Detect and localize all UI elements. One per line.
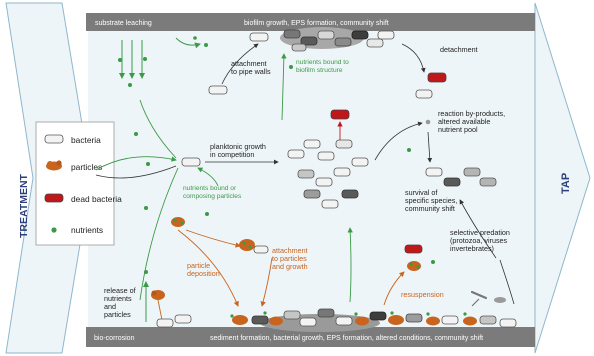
planktonic-label-2: in competition [210,150,254,159]
nutrient-dot [289,65,293,69]
deposition-arrow [177,229,239,307]
release-label-4: particles [104,310,131,319]
dead-bacterium [404,244,423,254]
settle-arrow [260,257,273,307]
legend-bacteria: bacteria [71,135,101,145]
survival-label-2: specific species, [405,196,457,205]
attach-particles-arrow [185,229,241,248]
dead-bacterium [427,72,447,83]
release-particle-line [157,299,163,321]
bacterium [208,85,228,95]
predation-arrow [459,199,497,259]
detachment-arrow [401,43,426,73]
pool-arrow [427,131,433,163]
particle-deposition-label-2: deposition [187,269,220,278]
top-bar [86,13,535,31]
reaction-label-3: nutrient pool [438,125,478,134]
sediment-layer [156,308,517,332]
legend-particles-icon [46,160,62,171]
attachment-arrow [221,43,259,85]
predator-icon [470,290,506,307]
nutrients-particles-label-1: nutrients bound or [183,185,237,192]
release-label-2: nutrients [104,294,132,303]
survival-label-1: survival of [405,188,437,197]
resuspended-particle [407,261,421,271]
bacterium [181,157,201,167]
particle-with-bacteria [239,239,269,254]
inflow-arrows [95,99,353,303]
nutrients-particles-label-2: composing particles [183,193,242,200]
reaction-label-1: reaction by-products, [438,109,505,118]
particle [151,290,165,300]
release-label-3: and [104,302,116,311]
legend-bacteria-icon [44,134,64,144]
legend-nutrient-icon [51,227,57,233]
attach-particles-label-2: to particles [272,254,307,263]
legend-dead-icon [44,193,64,203]
tap-label: TAP [560,173,572,194]
predation-label-2: (protozoa, viruses [450,236,508,245]
resuspension-label: resuspension [401,290,444,299]
detachment-label: detachment [440,45,478,54]
resuspension-arrow [383,271,405,306]
biofilm-growth-label: biofilm growth, EPS formation, community… [244,20,389,27]
particle [171,217,185,227]
legend-nutrients: nutrients [71,225,103,235]
attachment-label-1: attachment [231,59,267,68]
nutrient-dot [407,148,411,152]
leaching-arrows [118,36,209,216]
predation-label-1: selective predation [450,228,510,237]
survivor-cluster [425,167,497,187]
nutrient-up-arrow [281,53,287,121]
legend-dead-bacteria: dead bacteria [71,194,122,204]
nutrients-biofilm-label-2: biofilm structure [296,67,343,74]
treatment-label: TREATMENT [18,173,30,238]
legend-particles: particles [71,162,102,172]
reaction-label-2: altered available [438,117,490,126]
survival-label-3: community shift [405,204,455,213]
release-label-1: release of [104,286,136,295]
sediment-formation-label: sediment formation, bacterial growth, EP… [210,335,483,342]
particle-deposition-label-1: particle [187,261,210,270]
substrate-leaching-label: substrate leaching [95,20,152,27]
attach-particles-label-1: attachment [272,246,308,255]
pipe-interior [88,30,536,328]
byproduct-dot [425,119,431,125]
attach-particles-label-3: and growth [272,262,308,271]
planktonic-cluster [287,139,369,209]
bacterium [415,89,433,99]
bottom-bar [86,327,535,347]
tap-arrow [534,2,591,354]
byproduct-arrow [374,121,423,161]
planktonic-label-1: planktonic growth [210,142,266,151]
bio-corrosion-label: bio-corrosion [94,335,135,342]
nutrient-dot [431,260,435,264]
predation-label-3: invertebrates) [450,244,494,253]
attachment-label-2: to pipe walls [231,67,271,76]
nutrients-biofilm-label-1: nutrients bound to [296,59,349,66]
predation-line [499,259,515,305]
dead-bacterium [330,109,350,120]
top-biofilm-cluster [249,27,395,52]
